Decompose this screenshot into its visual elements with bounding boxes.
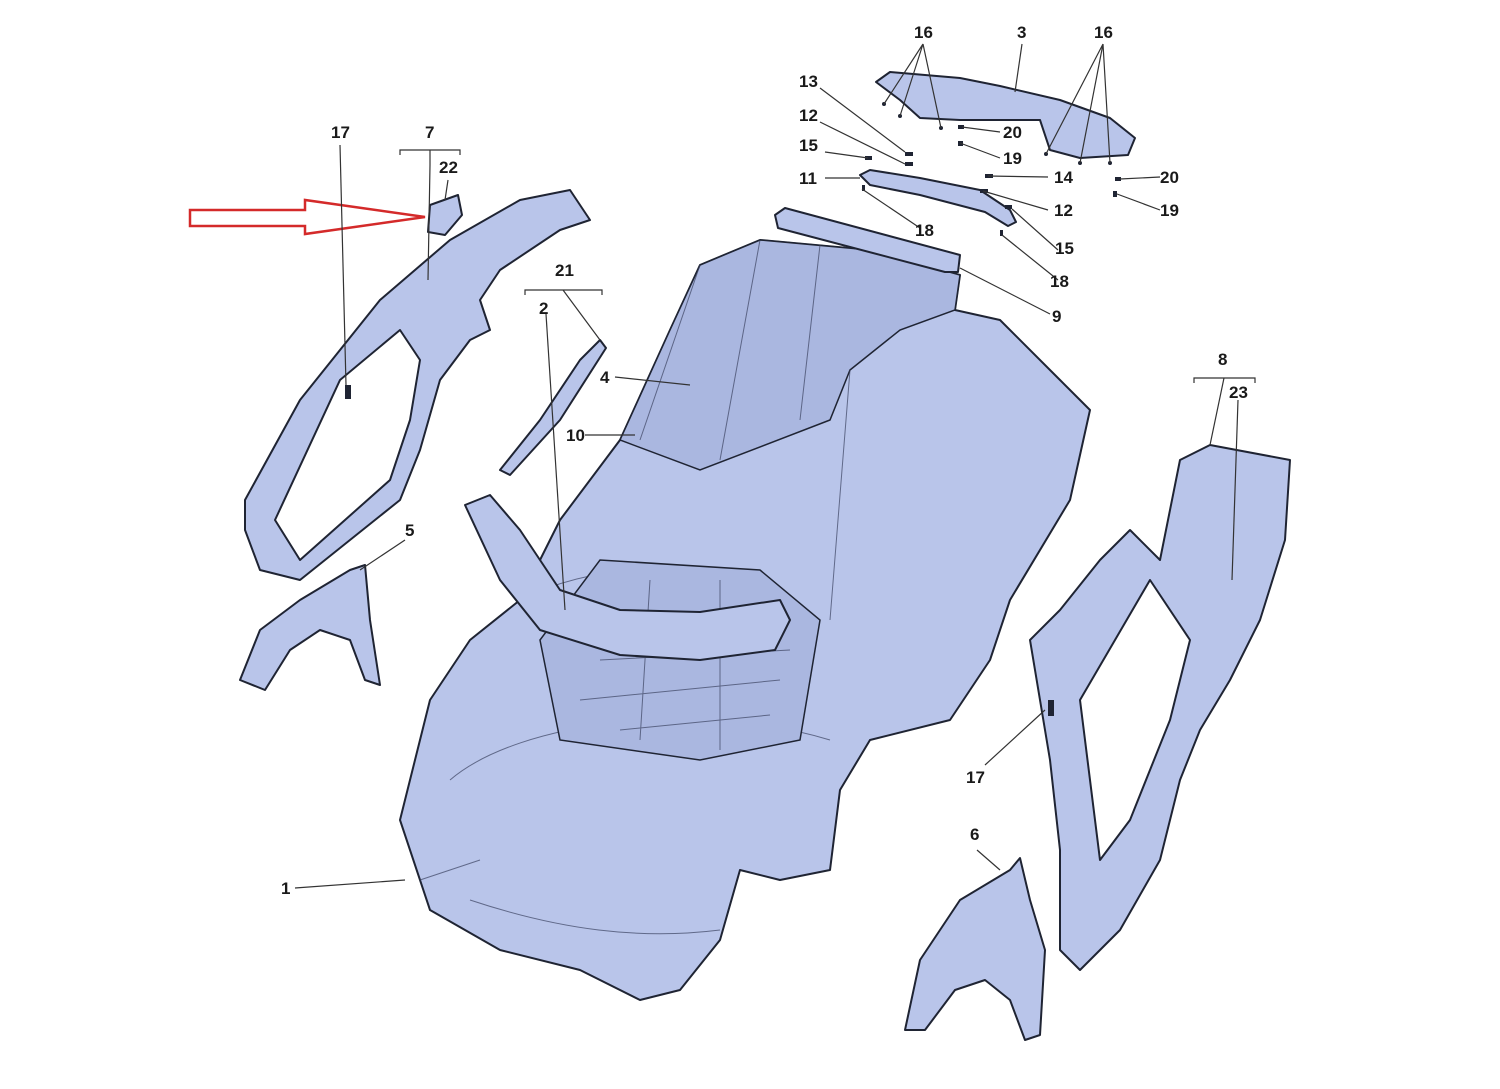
windshield-frame-part-2 — [464, 494, 791, 661]
callout-20: 20 — [1160, 168, 1179, 187]
roof-crossbeam-part-9 — [774, 207, 961, 273]
callout-7: 7 — [425, 123, 435, 142]
callout-3: 3 — [1017, 23, 1027, 42]
callout-9: 9 — [1052, 307, 1062, 326]
callout-14: 14 — [1054, 168, 1073, 187]
left-side-frame-part-7 — [244, 189, 591, 581]
callout-11: 11 — [799, 169, 817, 188]
callout-23: 23 — [1229, 383, 1248, 402]
callout-12: 12 — [1054, 201, 1073, 220]
roof-panel — [618, 239, 961, 471]
callout-19: 19 — [1003, 149, 1022, 168]
callout-17: 17 — [331, 123, 350, 142]
leader-lines — [294, 43, 1256, 889]
bracket-part-22 — [427, 194, 463, 236]
callout-17: 17 — [966, 768, 985, 787]
callout-8: 8 — [1218, 350, 1228, 369]
callout-5: 5 — [405, 521, 415, 540]
callout-15: 15 — [799, 136, 818, 155]
rear-fender-part-6 — [904, 857, 1046, 1041]
crossmember-part-11 — [859, 169, 1017, 227]
callout-13: 13 — [799, 72, 818, 91]
callout-15: 15 — [1055, 239, 1074, 258]
callout-19: 19 — [1160, 201, 1179, 220]
right-side-frame-part-8 — [1029, 444, 1291, 971]
callout-16: 16 — [1094, 23, 1113, 42]
callout-1: 1 — [281, 879, 291, 898]
rear-spoiler-part-3 — [875, 71, 1136, 159]
callout-18: 18 — [1050, 272, 1069, 291]
callout-22: 22 — [439, 158, 458, 177]
callout-18: 18 — [915, 221, 934, 240]
callout-6: 6 — [970, 825, 980, 844]
fastener-part-17 — [1048, 700, 1054, 716]
callout-16: 16 — [914, 23, 933, 42]
callout-2: 2 — [539, 299, 549, 318]
engine-bay-floor — [539, 559, 821, 761]
highlight-arrow-icon — [188, 198, 426, 236]
callout-12: 12 — [799, 106, 818, 125]
callout-21: 21 — [555, 261, 574, 280]
a-pillar-strip-part-21 — [499, 339, 607, 476]
callout-20: 20 — [1003, 123, 1022, 142]
front-fender-part-5 — [239, 564, 381, 691]
callout-10: 10 — [566, 426, 585, 445]
callout-4: 4 — [600, 368, 610, 387]
fastener-part-17-left — [345, 385, 351, 399]
